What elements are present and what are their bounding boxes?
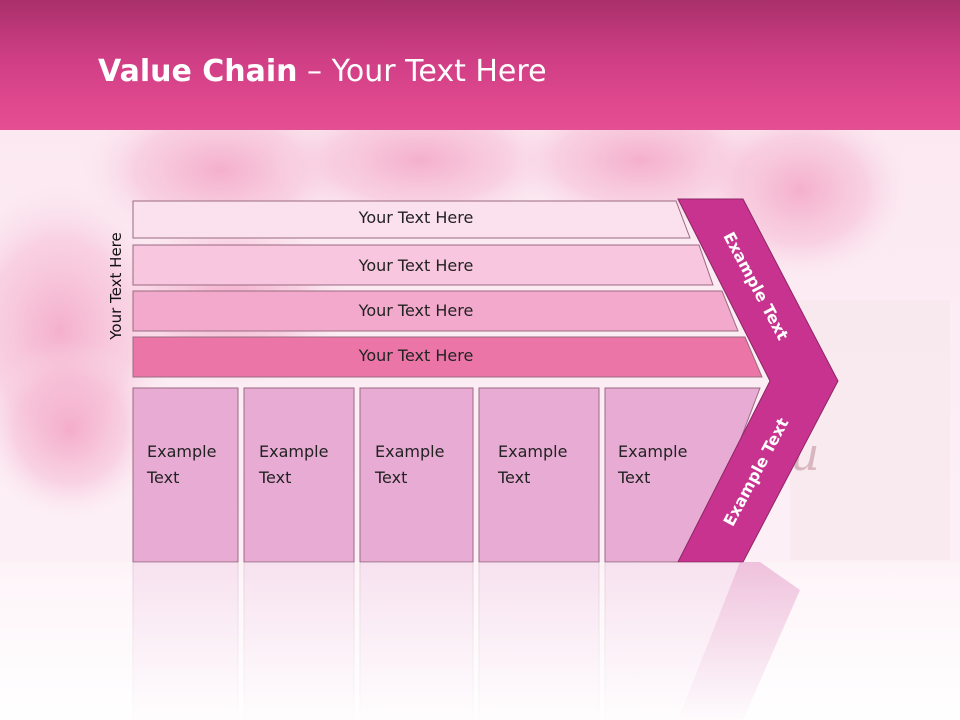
cell-line1: Example	[375, 442, 445, 461]
cell-line2: Text	[618, 468, 651, 487]
side-label[interactable]: Your Text Here	[107, 232, 125, 340]
row-bar-4[interactable]	[132, 336, 763, 378]
cell-box-4[interactable]	[478, 387, 600, 563]
reflection-fade	[0, 562, 960, 720]
cell-box-1[interactable]	[132, 387, 239, 563]
title-bar	[0, 0, 960, 130]
cell-line2: Text	[259, 468, 292, 487]
row-bar-3[interactable]	[132, 290, 739, 332]
title-bold: Value Chain	[98, 54, 298, 89]
slide-title[interactable]: Value Chain – Your Text Here	[98, 54, 547, 89]
cell-line2: Text	[498, 468, 531, 487]
cell-line2: Text	[147, 468, 180, 487]
cell-line1: Example	[618, 442, 688, 461]
title-rest: – Your Text Here	[297, 54, 547, 89]
cell-line1: Example	[259, 442, 329, 461]
row-label-3[interactable]: Your Text Here	[358, 301, 474, 320]
row-bar-1[interactable]	[132, 200, 691, 239]
row-label-2[interactable]: Your Text Here	[358, 256, 474, 275]
cell-box-2[interactable]	[243, 387, 355, 563]
row-label-1[interactable]: Your Text Here	[358, 208, 474, 227]
cell-line1: Example	[498, 442, 568, 461]
cell-line2: Text	[375, 468, 408, 487]
row-bar-2[interactable]	[132, 244, 714, 286]
cell-box-3[interactable]	[359, 387, 474, 563]
row-label-4[interactable]: Your Text Here	[358, 346, 474, 365]
cell-line1: Example	[147, 442, 217, 461]
